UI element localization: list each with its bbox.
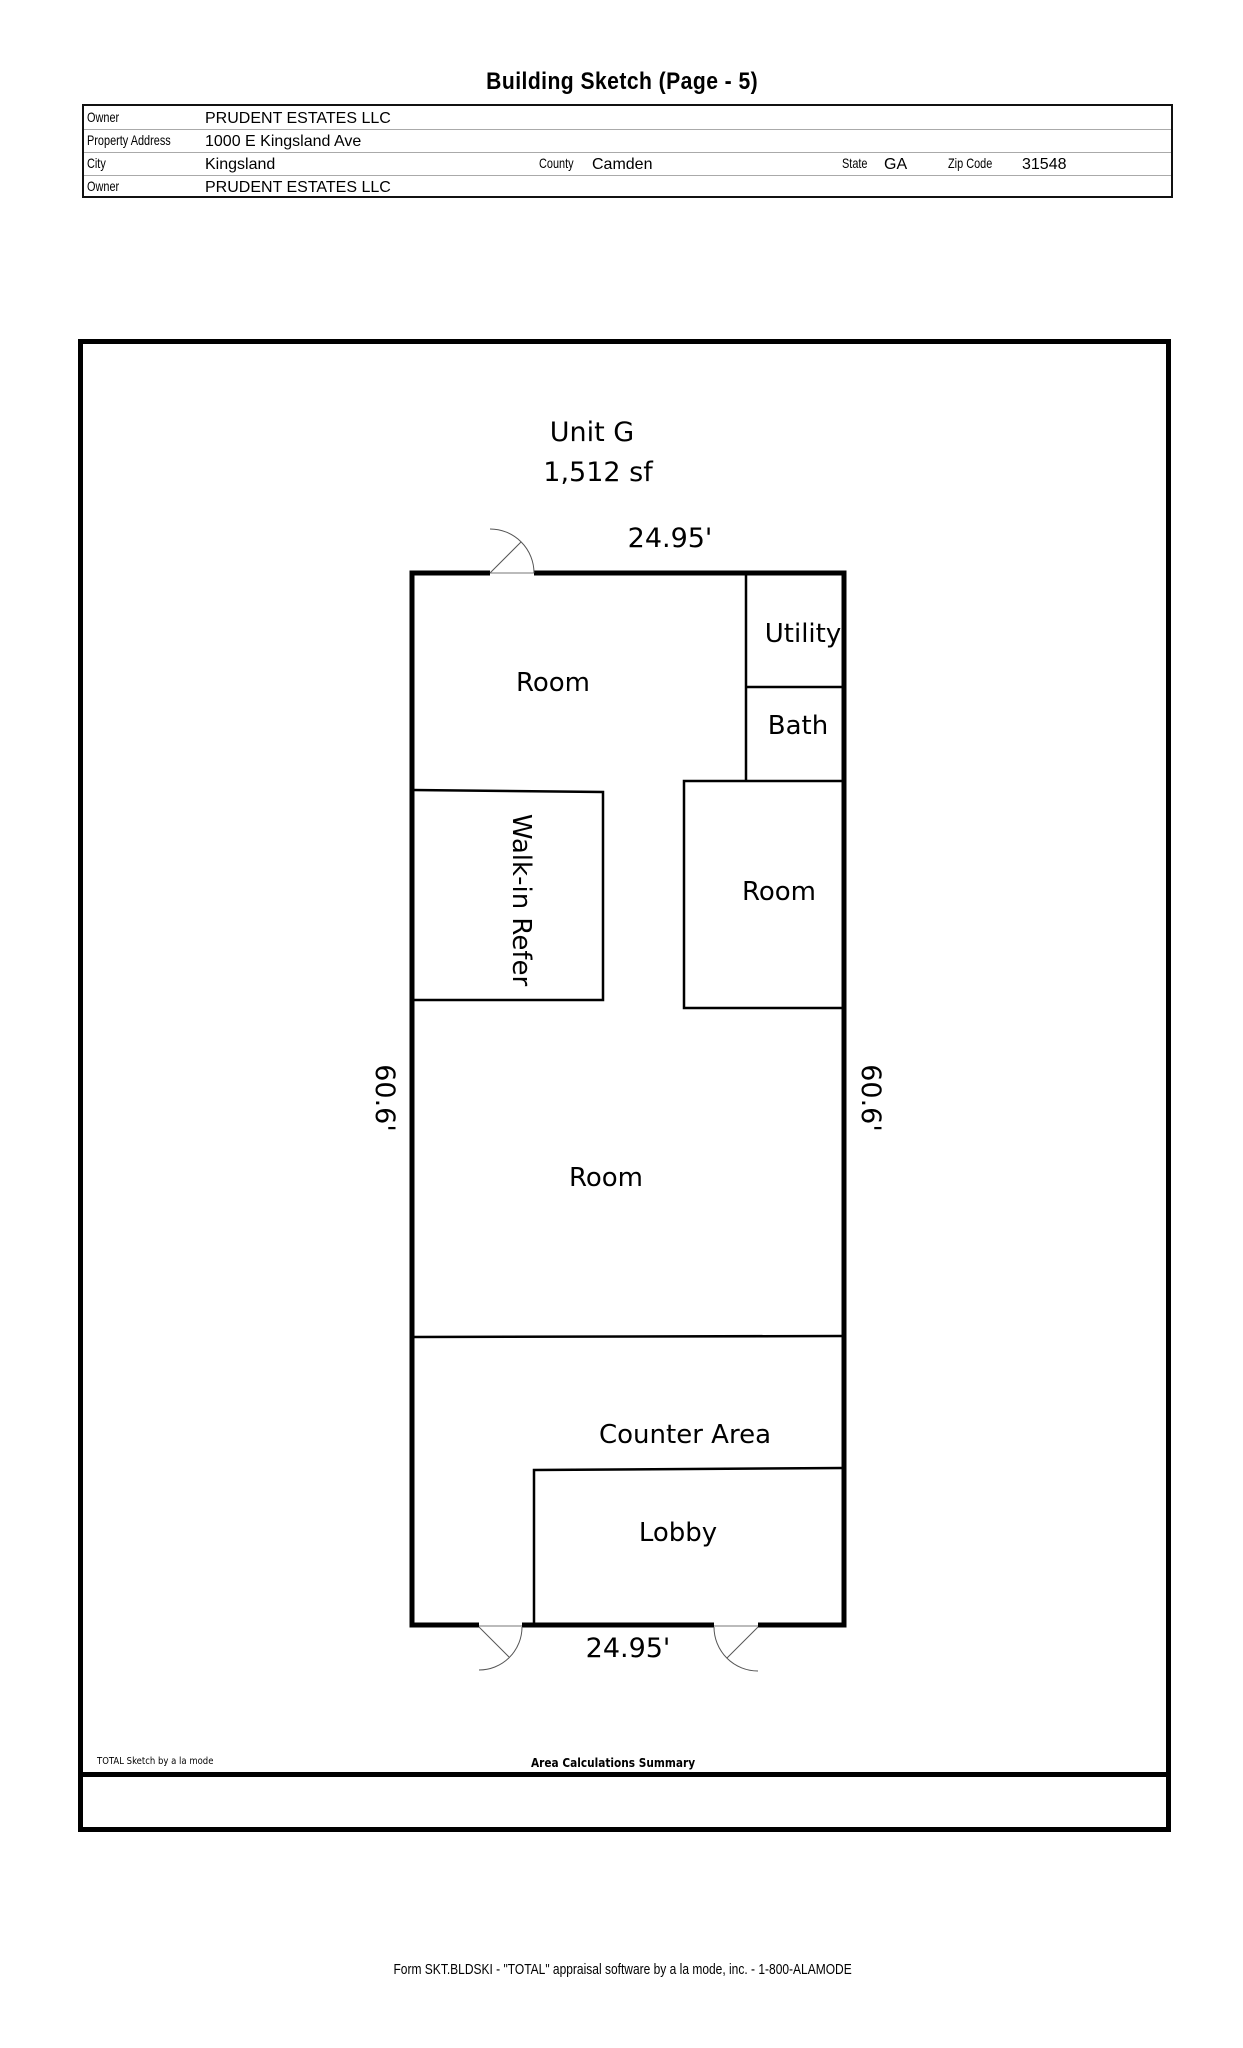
door-icon	[489, 528, 535, 576]
room-label-counter: Counter Area	[599, 1420, 771, 1450]
county-label: County	[539, 155, 574, 171]
unit-area: 1,512 sf	[543, 457, 654, 488]
sketch-frame	[78, 339, 1171, 1832]
room-label-utility: Utility	[765, 619, 841, 649]
lobby-walls	[532, 1466, 845, 1625]
property-info-table: Owner PRUDENT ESTATES LLC Property Addre…	[82, 104, 1173, 198]
door-icon	[478, 1622, 523, 1671]
county-value: Camden	[592, 156, 653, 173]
owner2-value: PRUDENT ESTATES LLC	[205, 179, 391, 196]
room-label-top: Room	[516, 668, 590, 698]
owner-label: Owner	[87, 109, 120, 125]
door-icon	[713, 1622, 759, 1672]
room-label-bath: Bath	[768, 711, 828, 741]
city-label: City	[87, 155, 106, 171]
sketch-credit: TOTAL Sketch by a la mode	[97, 1756, 214, 1767]
page-title: Building Sketch (Page - 5)	[486, 68, 759, 95]
unit-name: Unit G	[550, 417, 634, 448]
dimension-left: 60.6'	[369, 1064, 400, 1132]
address-row: Property Address 1000 E Kingsland Ave	[84, 129, 1171, 153]
owner-value: PRUDENT ESTATES LLC	[205, 110, 391, 127]
room-label-main: Room	[569, 1163, 643, 1193]
address-label: Property Address	[87, 132, 171, 148]
area-calculations-title: Area Calculations Summary	[531, 1756, 696, 1770]
dimension-bottom: 24.95'	[586, 1633, 671, 1664]
state-value: GA	[884, 156, 908, 173]
state-label: State	[842, 155, 868, 171]
dimension-right: 60.6'	[855, 1064, 886, 1132]
location-row: City Kingsland County Camden State GA Zi…	[84, 152, 1171, 176]
frame-divider	[78, 1772, 1171, 1777]
zip-value: 31548	[1022, 156, 1067, 173]
city-value: Kingsland	[205, 156, 276, 173]
form-footer: Form SKT.BLDSKI - "TOTAL" appraisal soft…	[393, 1961, 852, 1978]
address-value: 1000 E Kingsland Ave	[205, 133, 362, 150]
owner2-label: Owner	[87, 178, 120, 194]
dimension-top: 24.95'	[628, 523, 713, 554]
counter-wall	[411, 1334, 845, 1339]
room-label-right: Room	[742, 877, 816, 907]
walk-in-walls	[411, 788, 605, 1002]
room-label-lobby: Lobby	[639, 1518, 717, 1548]
right-room-walls	[682, 779, 844, 1010]
building-outline	[409, 570, 847, 1628]
owner2-row: Owner PRUDENT ESTATES LLC	[84, 175, 1171, 198]
zip-label: Zip Code	[948, 155, 993, 171]
room-label-walk-in: Walk-in Refer	[506, 814, 536, 987]
owner-row: Owner PRUDENT ESTATES LLC	[84, 106, 1171, 130]
